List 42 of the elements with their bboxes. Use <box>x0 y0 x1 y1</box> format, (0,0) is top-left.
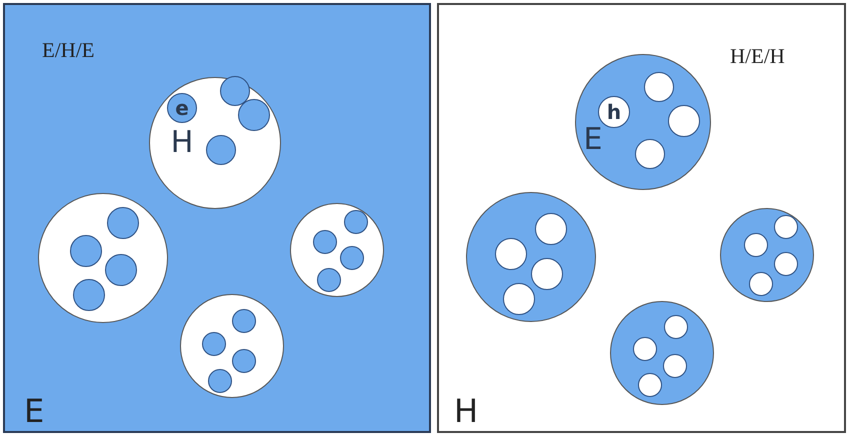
inner-droplet <box>317 268 341 292</box>
inner-droplet <box>535 213 567 245</box>
inner-droplet <box>531 258 563 290</box>
phase-label: H <box>454 395 478 427</box>
phase-label: h <box>606 102 622 122</box>
inner-droplet <box>598 96 630 128</box>
inner-droplet <box>663 354 687 378</box>
inner-droplet <box>635 139 665 169</box>
inner-droplet <box>208 369 232 393</box>
inner-droplet <box>232 349 256 373</box>
panel <box>3 3 431 433</box>
phase-label: H <box>170 128 194 158</box>
inner-droplet <box>206 135 236 165</box>
inner-droplet <box>668 105 700 137</box>
inner-droplet <box>744 233 768 257</box>
inner-droplet <box>220 76 250 106</box>
phase-label: H/E/H <box>730 46 785 67</box>
inner-droplet <box>167 93 197 123</box>
inner-droplet <box>749 272 773 296</box>
inner-droplet <box>774 252 798 276</box>
phase-label: e <box>175 98 189 118</box>
inner-droplet <box>774 215 798 239</box>
inner-droplet <box>105 254 137 286</box>
inner-droplet <box>638 373 662 397</box>
phase-label: E/H/E <box>42 40 94 61</box>
inner-droplet <box>202 332 226 356</box>
inner-droplet <box>340 246 364 270</box>
inner-droplet <box>73 279 105 311</box>
inner-droplet <box>70 235 102 267</box>
inner-droplet <box>664 315 688 339</box>
inner-droplet <box>238 99 270 131</box>
phase-label: E <box>584 125 602 155</box>
inner-droplet <box>495 238 527 270</box>
inner-droplet <box>644 72 674 102</box>
inner-droplet <box>313 230 337 254</box>
inner-droplet <box>633 337 657 361</box>
inner-droplet <box>503 283 535 315</box>
inner-droplet <box>344 210 368 234</box>
phase-label: E <box>24 395 44 427</box>
panel <box>437 3 846 433</box>
inner-droplet <box>107 207 139 239</box>
inner-droplet <box>232 309 256 333</box>
